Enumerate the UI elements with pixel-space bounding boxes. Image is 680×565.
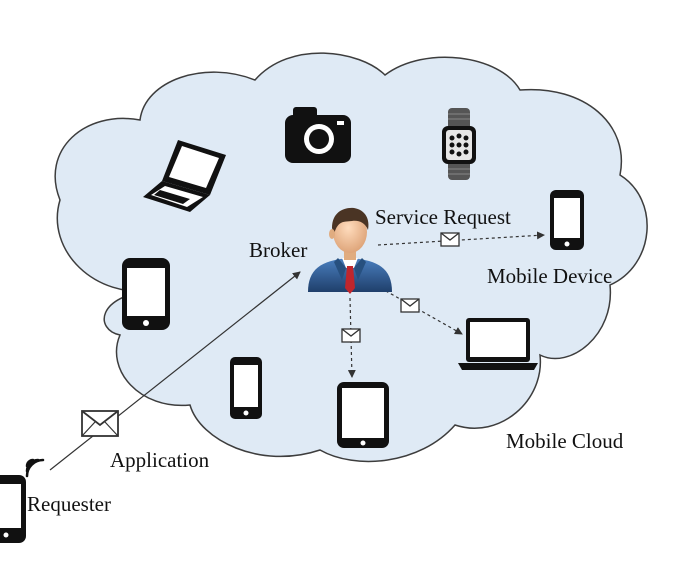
arrow-broker-to-tablet (347, 297, 356, 378)
message-arrows (49, 231, 545, 471)
envelope-icon (341, 328, 361, 343)
smartphone-icon (230, 357, 262, 419)
laptop-icon (143, 140, 226, 212)
laptop-icon (458, 318, 538, 370)
smartphone-icon (550, 190, 584, 250)
arrow-application-to-broker (49, 271, 301, 471)
smartwatch-icon (442, 108, 476, 180)
envelope-icon (440, 232, 460, 247)
requester-phone-icon (0, 475, 26, 543)
tablet-icon (337, 382, 389, 448)
arrow-broker-to-mobile-device (377, 231, 545, 246)
wifi-icon (25, 458, 45, 478)
broker-person-icon (308, 207, 392, 294)
service-request-label: Service Request (375, 205, 511, 229)
envelope-icon (400, 298, 420, 313)
smartphone-icon (122, 258, 170, 330)
application-label: Application (110, 448, 210, 472)
envelope-icon (81, 410, 119, 437)
mobile-cloud-label: Mobile Cloud (506, 429, 624, 453)
requester-label: Requester (27, 492, 111, 516)
mobile-device-label: Mobile Device (487, 264, 613, 288)
broker-label: Broker (249, 238, 308, 262)
camera-icon (285, 107, 351, 163)
